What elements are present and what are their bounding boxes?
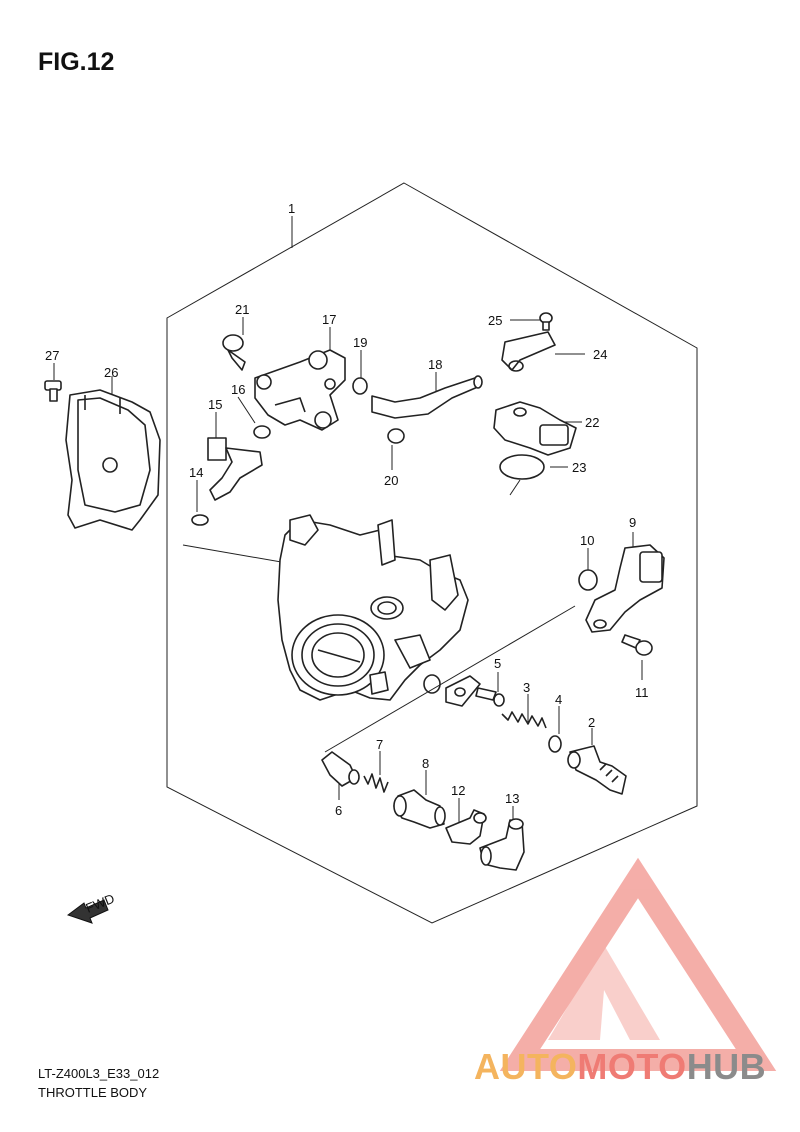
part-1-throttle-body [277, 514, 469, 701]
callout-3: 3 [523, 680, 530, 695]
part-20-screw [387, 428, 405, 444]
callout-6: 6 [335, 803, 342, 818]
callout-8: 8 [422, 756, 429, 771]
callout-22: 22 [585, 415, 599, 430]
figure-name: THROTTLE BODY [38, 1085, 148, 1100]
callout-numbers: 1 2 3 4 5 6 7 8 9 10 11 12 13 14 15 16 1… [45, 201, 649, 818]
callout-11: 11 [635, 685, 649, 700]
part-7-spring [363, 773, 389, 793]
part-25-screw [539, 312, 553, 331]
watermark-auto: AUTO [474, 1046, 578, 1087]
watermark-hub: HUB [686, 1046, 767, 1087]
assembly-frame [166, 182, 698, 924]
part-22-sensor [493, 401, 577, 456]
watermark-text: AUTOMOTOHUB [474, 1046, 766, 1088]
callout-4: 4 [555, 692, 562, 707]
part-4-o-ring [548, 735, 562, 753]
figure-code: LT-Z400L3_E33_012 [38, 1066, 160, 1081]
part-15-injector [207, 437, 263, 501]
callout-1: 1 [288, 201, 295, 216]
callout-19: 19 [353, 335, 367, 350]
callout-15: 15 [208, 397, 222, 412]
callout-16: 16 [231, 382, 245, 397]
callout-9: 9 [629, 515, 636, 530]
part-5-bracket [445, 675, 505, 707]
part-13-elbow [479, 818, 525, 871]
callout-13: 13 [505, 791, 519, 806]
part-16-o-ring [253, 425, 271, 439]
callout-23: 23 [572, 460, 586, 475]
part-11-screw [621, 634, 653, 656]
parts [44, 312, 665, 871]
callout-2: 2 [588, 715, 595, 730]
part-18-hose [371, 375, 483, 419]
part-6-plunger [321, 751, 360, 787]
watermark-moto: MOTO [577, 1046, 687, 1087]
watermark-logo [499, 857, 777, 1071]
part-2-adjust-screw [567, 745, 627, 795]
part-9-tp-sensor [585, 544, 665, 633]
callout-17: 17 [322, 312, 336, 327]
part-21-screw [222, 334, 246, 371]
leader-lines [53, 216, 643, 832]
part-8-fitting [393, 789, 446, 829]
part-12-hose [445, 809, 487, 845]
callout-24: 24 [593, 347, 607, 362]
figure-caption: LT-Z400L3_E33_012 THROTTLE BODY [38, 1064, 159, 1102]
callout-21: 21 [235, 302, 249, 317]
callout-18: 18 [428, 357, 442, 372]
fwd-arrow-icon [66, 899, 109, 924]
callout-26: 26 [104, 365, 118, 380]
callout-14: 14 [189, 465, 203, 480]
callout-12: 12 [451, 783, 465, 798]
callout-7: 7 [376, 737, 383, 752]
callout-10: 10 [580, 533, 594, 548]
part-14-o-ring [191, 514, 209, 526]
callout-20: 20 [384, 473, 398, 488]
part-26-cover [65, 389, 161, 531]
callout-5: 5 [494, 656, 501, 671]
part-3-spring [501, 711, 547, 729]
part-27-bolt [44, 380, 62, 402]
part-23-o-ring [499, 454, 545, 480]
figure-title: FIG.12 [38, 48, 115, 76]
part-19-o-ring [352, 377, 368, 395]
part-24-bracket [501, 331, 556, 372]
part-10-o-ring [578, 569, 598, 591]
callout-25: 25 [488, 313, 502, 328]
part-17-delivery-pipe [254, 349, 346, 431]
callout-27: 27 [45, 348, 59, 363]
